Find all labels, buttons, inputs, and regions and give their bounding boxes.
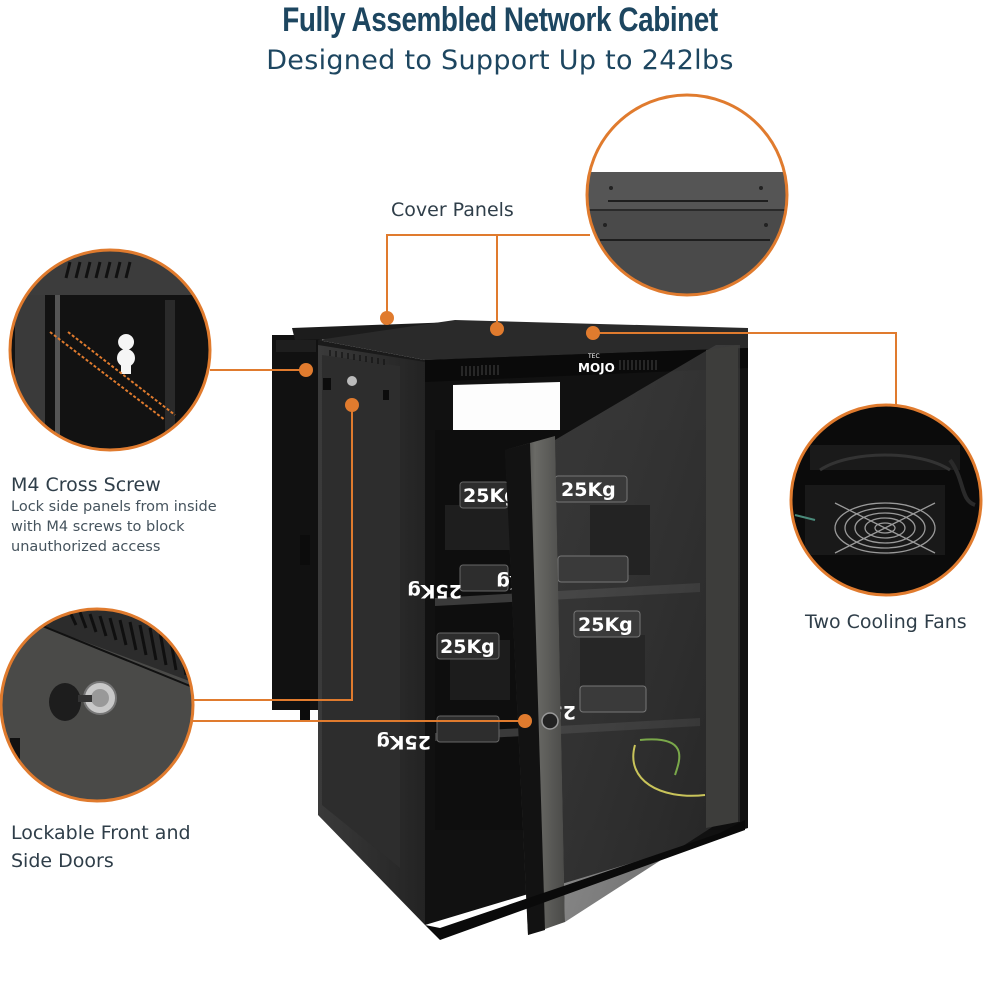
side-lock (347, 376, 357, 386)
cooling-fans-label: Two Cooling Fans (805, 611, 967, 633)
weight-label: 25Kg (407, 580, 462, 602)
dot (586, 326, 600, 340)
dot (345, 398, 359, 412)
callout-lines (192, 234, 897, 722)
dot (490, 322, 504, 336)
fan-grille (834, 502, 936, 554)
weight-labels: 25Kg 25Kg 25Kg 25Kg 25Kg 25Kg 25Kg 25Kg (376, 475, 647, 753)
m4-screw-detail-image (8, 248, 212, 452)
lock-detail-image (0, 607, 195, 803)
description-line: Lock side panels from inside (11, 499, 217, 515)
callout-dots (299, 311, 600, 728)
label-line: Lockable Front and (11, 822, 191, 844)
weight-label: 25Kg (561, 479, 616, 501)
brand-logo-small: TEC (587, 353, 600, 360)
cover-panels-label: Cover Panels (391, 199, 514, 221)
dot (380, 311, 394, 325)
front-door-lock (541, 712, 559, 730)
weight-label: 25Kg (463, 485, 518, 507)
lockable-doors-label: Lockable Front and Side Doors (11, 819, 191, 875)
network-cabinet: TEC MOJO 25Kg 25Kg 25Kg 25Kg 25Kg (272, 320, 748, 940)
dot (299, 363, 313, 377)
weight-label: 25Kg (440, 636, 495, 658)
label-line: Side Doors (11, 850, 114, 872)
weight-label: 25Kg (578, 614, 633, 636)
m4-cross-screw-description: Lock side panels from inside with M4 scr… (11, 497, 217, 557)
dot (518, 714, 532, 728)
top-cover-panel (318, 320, 748, 360)
brand-logo: MOJO (578, 361, 615, 375)
fans-line (593, 332, 897, 405)
weight-label: 25Kg (376, 731, 431, 753)
side-lock-line (192, 405, 353, 701)
page-title: Fully Assembled Network Cabinet (282, 1, 718, 39)
rear-mount-frame (272, 335, 322, 710)
cover-line-left (386, 234, 590, 312)
cover-panels-detail-image (585, 93, 789, 297)
m4-cross-screw-label: M4 Cross Screw (11, 474, 161, 496)
description-line: with M4 screws to block (11, 519, 185, 535)
page-subtitle: Designed to Support Up to 242lbs (266, 45, 734, 76)
cooling-fan-detail-image (789, 403, 983, 597)
description-line: unauthorized access (11, 539, 161, 555)
